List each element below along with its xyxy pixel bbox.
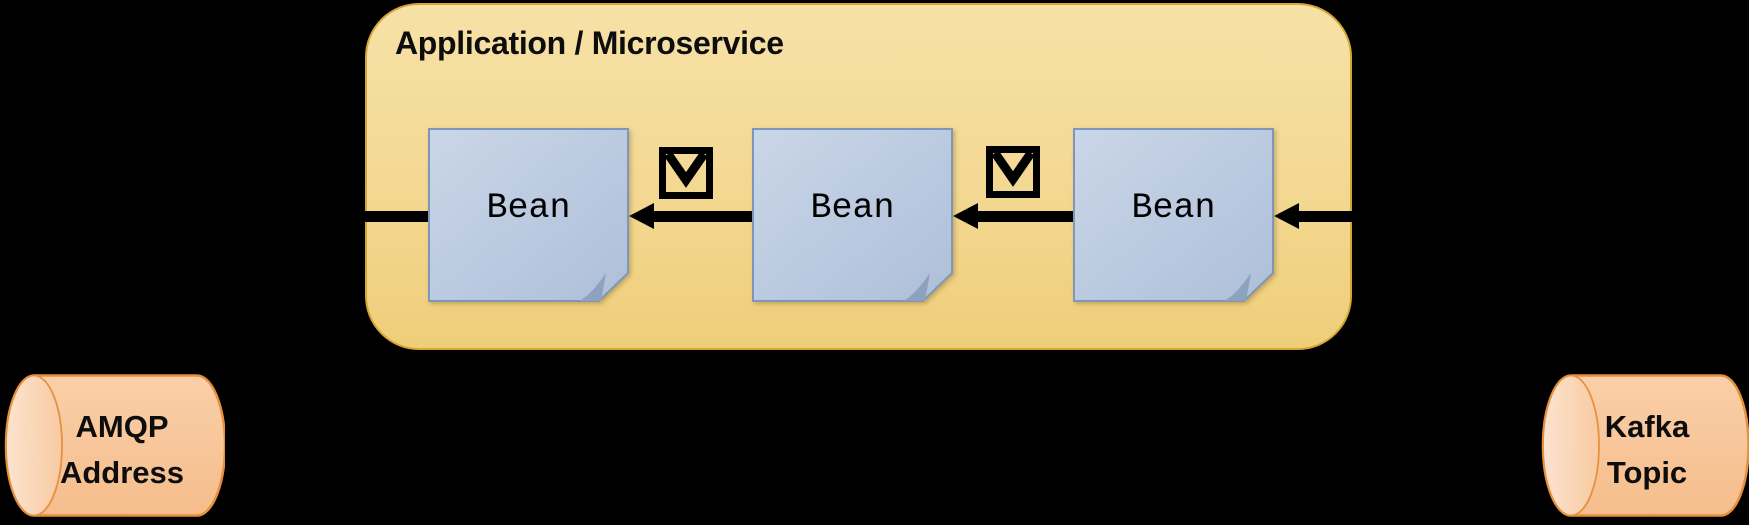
bean-label: Bean [1131,188,1216,228]
envelope-icon [986,146,1040,198]
amqp-address-cylinder [3,374,227,522]
bean-node-2: Bean [752,128,953,302]
amqp-address-label: AMQP Address [22,404,222,496]
kafka-topic-label: Kafka Topic [1547,404,1747,496]
bean-node-1: Bean [428,128,629,302]
bean-label: Bean [810,188,895,228]
application-box-title: Application / Microservice [395,25,784,61]
kafka-label-line2: Topic [1606,455,1688,490]
folded-corner [579,273,606,301]
bean-node-3: Bean [1073,128,1274,302]
cylinder-cap [5,374,63,517]
arrow-kafka-to-bean3 [1293,211,1560,222]
envelope-icon [659,147,713,199]
folded-corner [1224,273,1251,301]
arrow-bean2-to-bean1 [648,211,752,222]
amqp-label-line1: AMQP [75,409,169,444]
cylinder-cap [1542,374,1600,517]
amqp-label-line2: Address [59,455,185,490]
kafka-topic-cylinder [1540,374,1749,522]
arrow-bean3-to-bean2 [972,211,1074,222]
bean-label: Bean [486,188,571,228]
arrow-bean1-to-amqp [214,211,429,222]
folded-corner [903,273,930,301]
kafka-label-line1: Kafka [1604,409,1690,444]
